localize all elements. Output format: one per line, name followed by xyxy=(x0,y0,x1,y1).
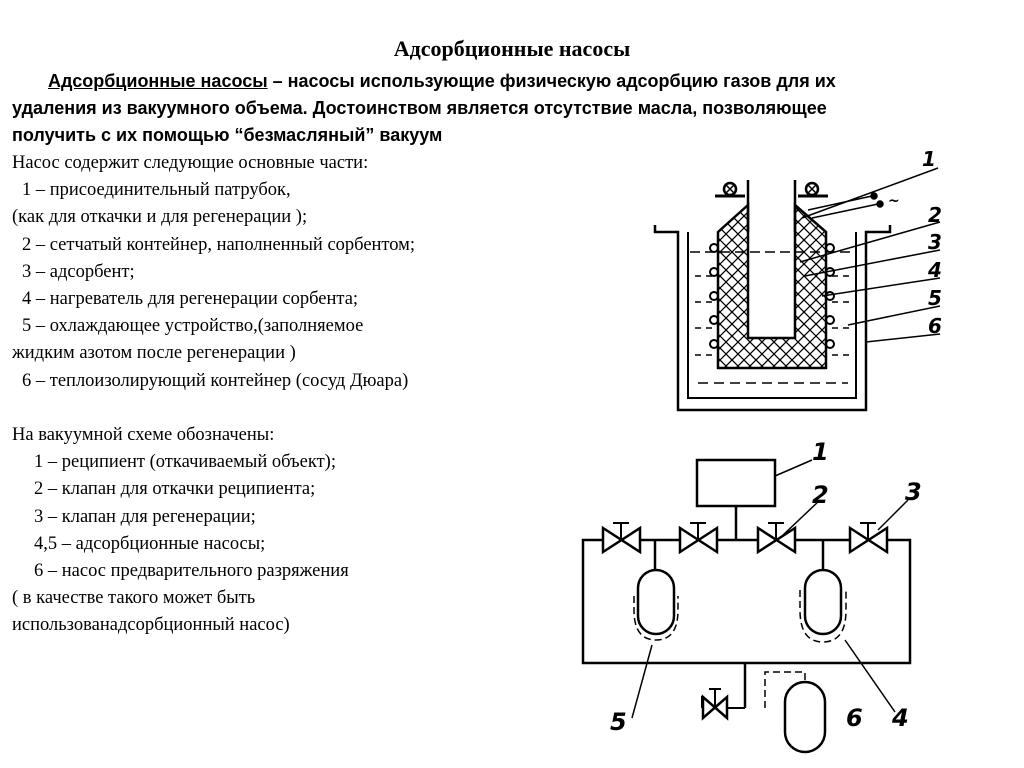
flange-bolt-left xyxy=(722,181,738,197)
scheme-label-1: 1 xyxy=(812,438,829,466)
leader-lines xyxy=(799,167,941,343)
intro-line-3: получить с их помощью “безмасляный” ваку… xyxy=(12,125,443,145)
parts-item: жидким азотом после регенерации ) xyxy=(12,343,296,364)
pump-label-1: 1 xyxy=(922,147,936,171)
scheme-item: использованадсорбционный насос) xyxy=(12,615,290,636)
parts-item: 4 – нагреватель для регенерации сорбента… xyxy=(22,289,359,310)
heater-ac-symbol: ~ xyxy=(888,193,900,209)
pump-label-3: 3 xyxy=(928,230,942,254)
pump-5 xyxy=(636,568,676,636)
scheme-diagram-labels: 1 2 3 4 5 6 xyxy=(610,438,922,736)
intro-line-1: Адсорбционные насосы – насосы использующ… xyxy=(12,68,1012,95)
parts-item: 6 – теплоизолирующий контейнер (сосуд Дю… xyxy=(22,370,409,391)
flange-bolt-right xyxy=(804,181,820,197)
scheme-label-6: 6 xyxy=(846,704,863,732)
intro-paragraph: Адсорбционные насосы – насосы использующ… xyxy=(12,68,1012,149)
sorbent-container xyxy=(716,202,828,370)
pipeline-loop xyxy=(581,538,912,665)
vacuum-scheme-diagram xyxy=(581,458,912,754)
intro-line-2: удаления из вакуумного объема. Достоинст… xyxy=(12,98,827,118)
scheme-label-5: 5 xyxy=(610,708,627,736)
scheme-item: 2 – клапан для откачки реципиента; xyxy=(34,479,316,500)
intro-line-1-rest: – насосы использующие физическую адсорбц… xyxy=(267,71,836,91)
scheme-item: 4,5 – адсорбционные насосы; xyxy=(34,533,266,554)
heater-coils xyxy=(709,243,835,349)
pump-label-5: 5 xyxy=(928,286,942,310)
parts-heading: Насос содержит следующие основные части: xyxy=(12,153,369,173)
intro-term: Адсорбционные насосы xyxy=(48,71,268,91)
pump-diagram-labels: 1 ~ 2 3 4 5 6 xyxy=(888,147,942,338)
pump-label-6: 6 xyxy=(928,314,942,338)
pump-4 xyxy=(803,568,843,636)
pump-label-4: 4 xyxy=(927,258,942,282)
parts-item: 2 – сетчатый контейнер, наполненный сорб… xyxy=(22,234,416,255)
adsorption-pump-diagram xyxy=(653,167,941,412)
valve-bottom xyxy=(701,694,729,721)
parts-item: 3 – адсорбент; xyxy=(22,261,135,282)
text-list: Насос содержит следующие основные части:… xyxy=(12,150,532,640)
scheme-item: 1 – реципиент (откачиваемый объект); xyxy=(34,452,336,473)
recipient-box xyxy=(695,458,777,508)
dewar-inner xyxy=(687,232,857,399)
scheme-heading: На вакуумной схеме обозначены: xyxy=(12,425,275,446)
parts-item: (как для откачки и для регенерации ); xyxy=(12,207,308,228)
scheme-item: 3 – клапан для регенерации; xyxy=(34,506,256,527)
scheme-label-2: 2 xyxy=(812,481,829,509)
pump-6 xyxy=(783,680,827,754)
dewar-outer xyxy=(653,225,892,412)
parts-item: 5 – охлаждающее устройство,(заполняемое xyxy=(22,316,364,337)
scheme-label-4: 4 xyxy=(891,704,909,732)
parts-item: 1 – присоединительный патрубок, xyxy=(22,180,291,201)
pump-label-2: 2 xyxy=(928,203,942,227)
page-title: Адсорбционные насосы xyxy=(393,36,631,61)
scheme-item: ( в качестве такого может быть xyxy=(12,588,256,609)
scheme-label-3: 3 xyxy=(905,478,922,506)
scheme-item: 6 – насос предварительного разряжения xyxy=(34,561,349,582)
